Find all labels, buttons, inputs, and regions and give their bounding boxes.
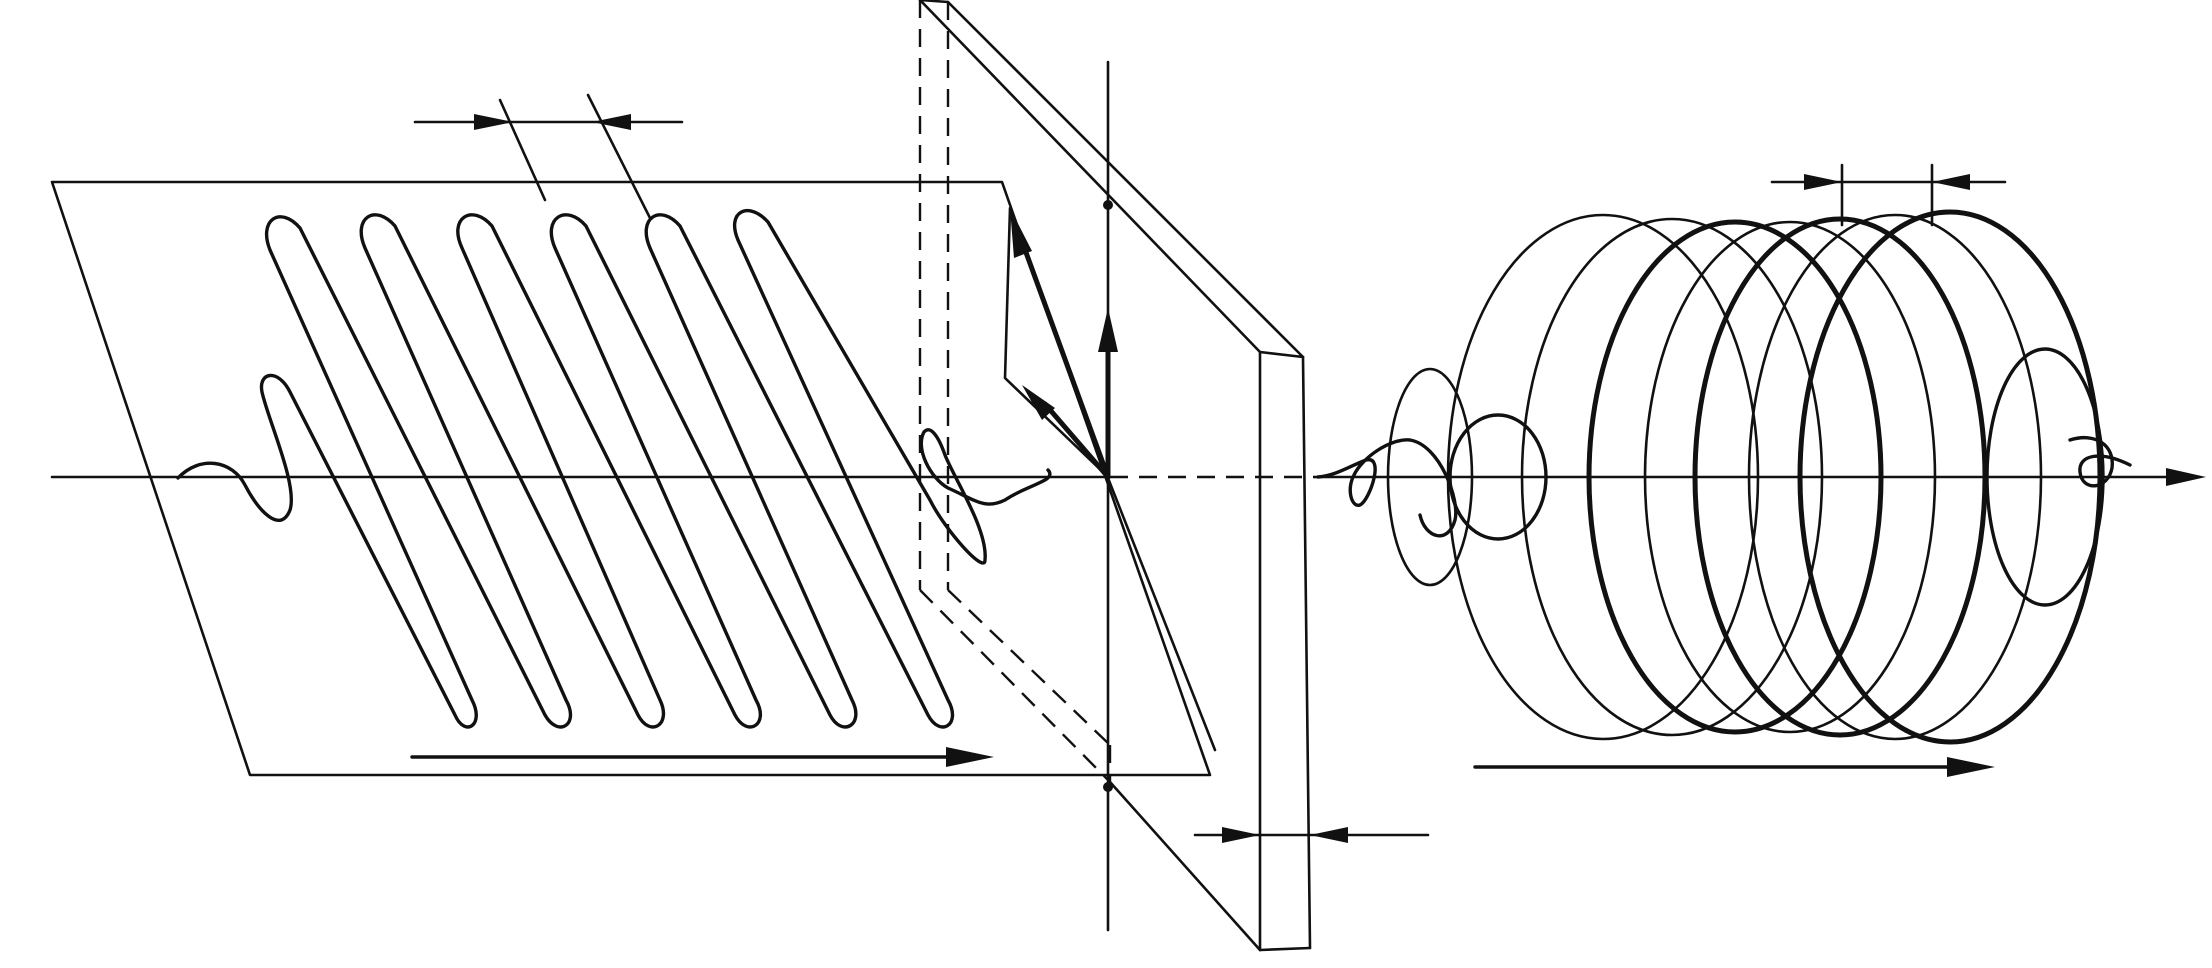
wavelength-marker-right: [1770, 163, 2007, 227]
polarization-plane: [50, 180, 1212, 777]
circular-wave-helix: [1316, 209, 2132, 745]
vector-decomposition: [1003, 206, 1118, 480]
propagation-arrow-left: [410, 747, 994, 767]
wave-plate: [918, 0, 1312, 952]
thickness-marker: [1193, 827, 1430, 843]
propagation-arrow-right: [1473, 757, 1995, 777]
plate-hidden-edges: [918, 0, 1112, 783]
wavelength-marker-left: [413, 93, 684, 220]
vertical-axis: [1103, 60, 1217, 932]
linear-wave-trace: [176, 209, 1052, 729]
